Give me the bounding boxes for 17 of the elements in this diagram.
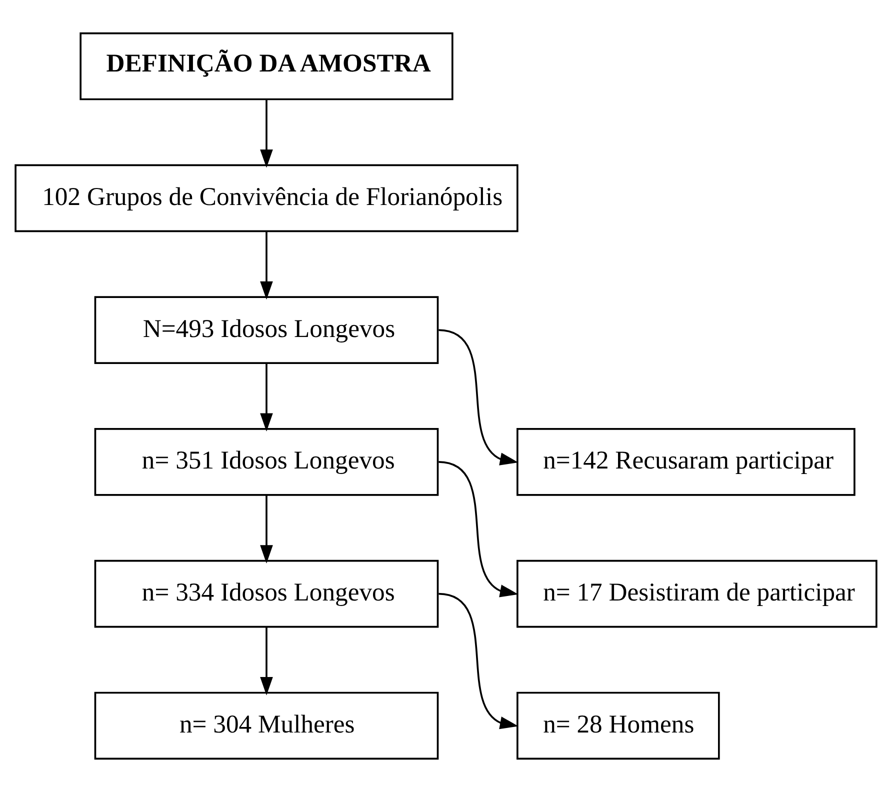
arrow [260, 232, 273, 300]
arrow [438, 329, 518, 466]
arrow [438, 592, 518, 730]
arrow [260, 100, 273, 168]
node-box: n= 334 Idosos Longevos [94, 560, 439, 628]
node-box: 102 Grupos de Convivência de Florianópolis [14, 164, 518, 232]
arrow [438, 461, 518, 598]
node-box: n= 28 Homens [516, 692, 720, 760]
arrow [260, 495, 273, 564]
arrow [260, 627, 273, 696]
node-box: N=493 Idosos Longevos [94, 296, 439, 364]
arrow [260, 364, 273, 432]
node-box: n= 351 Idosos Longevos [94, 428, 439, 496]
node-box: n= 304 Mulheres [94, 692, 439, 760]
node-box: n=142 Recusaram participar [516, 428, 856, 496]
node-box: n= 17 Desistiram de participar [516, 560, 878, 628]
node-box: DEFINIÇÃO DA AMOSTRA [80, 32, 454, 100]
